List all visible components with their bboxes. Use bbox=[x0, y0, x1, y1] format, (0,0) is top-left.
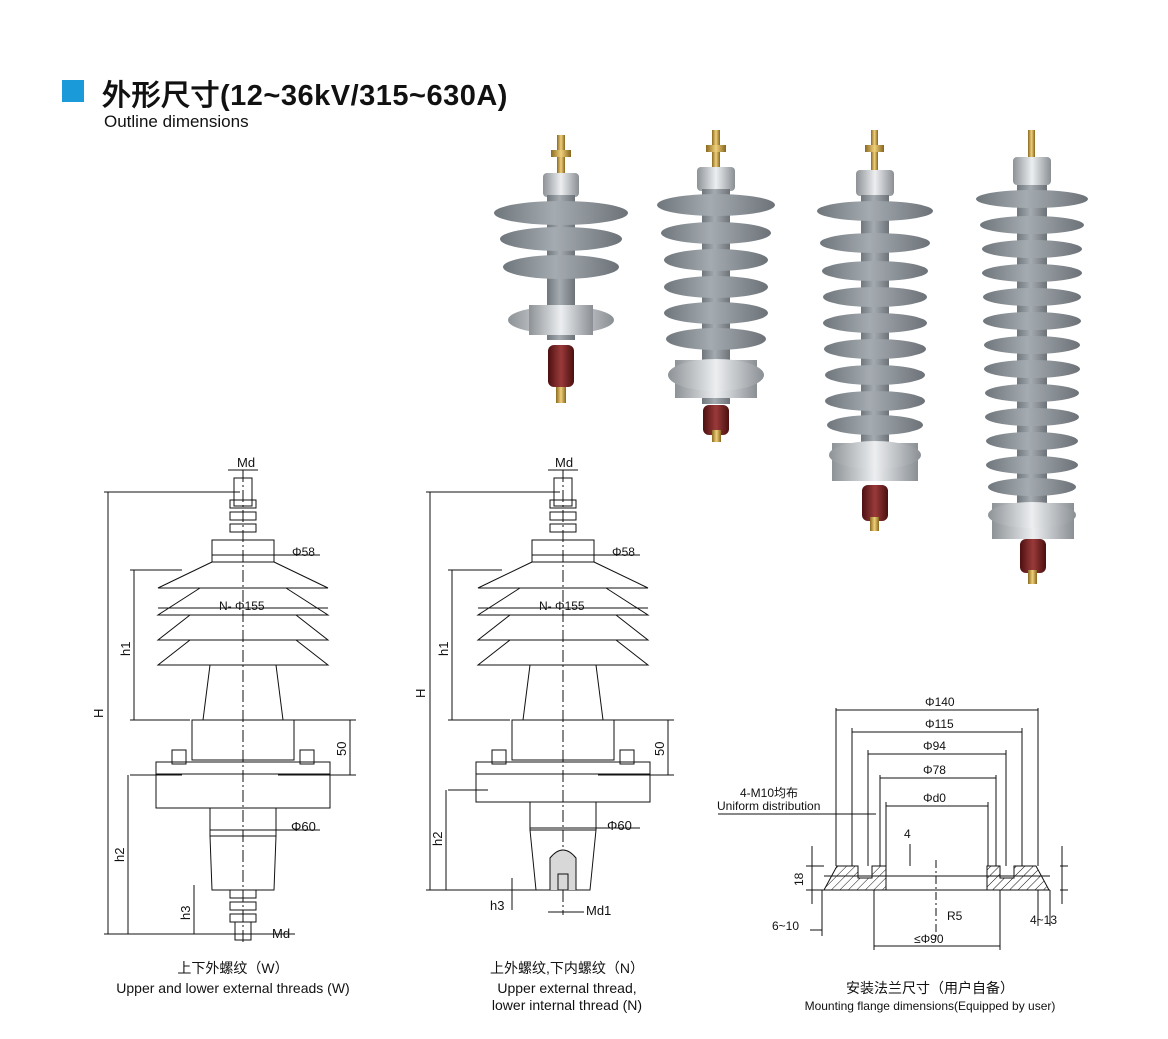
caption-w-en: Upper and lower external threads (W) bbox=[116, 980, 350, 996]
label-md1: Md1 bbox=[586, 903, 611, 918]
arrester-photo-4 bbox=[976, 130, 1088, 584]
label-n-phi155: N- Φ155 bbox=[219, 599, 265, 613]
label-6-10: 6~10 bbox=[772, 919, 799, 933]
label-phi60: Φ60 bbox=[607, 818, 632, 833]
label-h2: h2 bbox=[430, 832, 445, 846]
label-h1: h1 bbox=[118, 642, 133, 656]
drawing-n: Md Φ58 N- Φ155 H h1 50 h2 Φ60 h3 Md1 bbox=[413, 455, 674, 918]
page-subtitle: Outline dimensions bbox=[104, 112, 249, 131]
caption-n-en-2: lower internal thread (N) bbox=[491, 997, 643, 1013]
label-md-bottom: Md bbox=[272, 926, 290, 941]
label-50: 50 bbox=[652, 742, 667, 756]
arrester-photo-2 bbox=[657, 130, 775, 442]
caption-flange-en: Mounting flange dimensions(Equipped by u… bbox=[804, 999, 1056, 1013]
label-md-top: Md bbox=[555, 455, 573, 470]
label-4-13: 4~13 bbox=[1030, 913, 1057, 927]
label-phi140: Φ140 bbox=[925, 695, 955, 709]
arrester-photos bbox=[494, 130, 1088, 584]
label-n-phi155: N- Φ155 bbox=[539, 599, 585, 613]
label-phi58: Φ58 bbox=[292, 545, 315, 559]
title-marker bbox=[62, 80, 84, 102]
flange-right-section bbox=[986, 865, 1050, 891]
label-phi60: Φ60 bbox=[291, 819, 316, 834]
caption-flange-cn: 安装法兰尺寸（用户自备） bbox=[846, 980, 1014, 996]
flange-drawing: Φ140 Φ115 Φ94 Φ78 Φd0 4 4-M10均布 Uniform … bbox=[717, 695, 1068, 950]
label-H: H bbox=[413, 689, 428, 698]
label-phid0: Φd0 bbox=[923, 791, 946, 805]
label-phi115: Φ115 bbox=[925, 717, 954, 731]
label-h3: h3 bbox=[178, 906, 193, 920]
caption-n-cn: 上外螺纹,下内螺纹（N） bbox=[490, 960, 644, 976]
label-18: 18 bbox=[792, 872, 806, 886]
arrester-photo-3 bbox=[817, 130, 933, 531]
label-phi90: ≤Φ90 bbox=[914, 932, 944, 946]
drawing-w: Md Φ58 N- Φ155 H h1 50 h2 Φ60 h3 Md bbox=[91, 455, 356, 945]
label-md-top: Md bbox=[237, 455, 255, 470]
label-m10: 4-M10均布 bbox=[740, 786, 798, 800]
caption-n-en-1: Upper external thread, bbox=[497, 980, 637, 996]
label-50: 50 bbox=[334, 742, 349, 756]
label-uniform: Uniform distribution bbox=[717, 799, 820, 813]
label-H: H bbox=[91, 709, 106, 718]
label-h2: h2 bbox=[112, 848, 127, 862]
flange-left-section bbox=[823, 865, 887, 891]
label-r5: R5 bbox=[947, 909, 963, 923]
arrester-photo-1 bbox=[494, 135, 628, 403]
caption-w-cn: 上下外螺纹（W） bbox=[177, 960, 289, 976]
label-phi58: Φ58 bbox=[612, 545, 635, 559]
label-h3: h3 bbox=[490, 898, 504, 913]
page-title: 外形尺寸(12~36kV/315~630A) bbox=[102, 80, 508, 112]
shed-top bbox=[157, 561, 329, 589]
label-4: 4 bbox=[904, 827, 911, 841]
label-h1: h1 bbox=[436, 642, 451, 656]
label-phi94: Φ94 bbox=[923, 739, 946, 753]
label-phi78: Φ78 bbox=[923, 763, 946, 777]
